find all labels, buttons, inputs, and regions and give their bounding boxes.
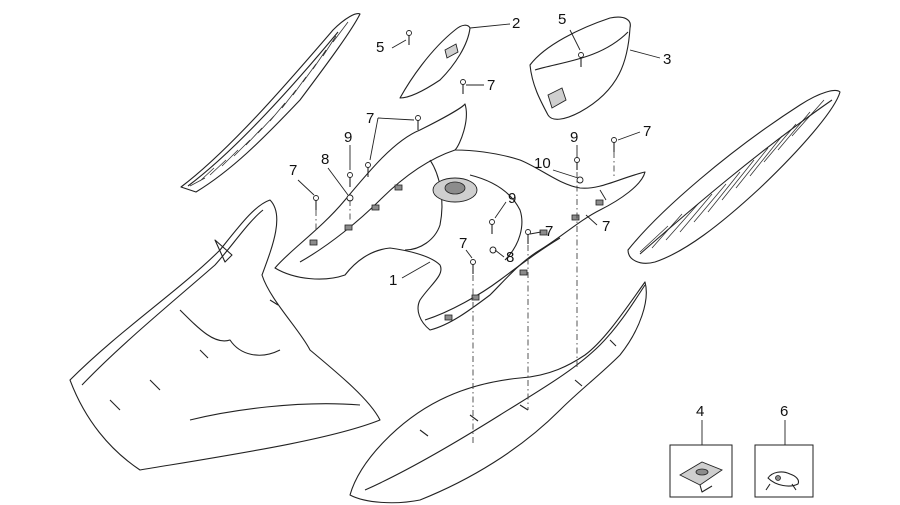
- part-3-front-cover: [529, 16, 661, 120]
- assembly-axes: [315, 152, 615, 445]
- callout-8b: 8: [506, 249, 515, 266]
- detail-box-4: [669, 420, 733, 498]
- callout-5a: 5: [376, 39, 385, 56]
- callout-4: 4: [696, 403, 705, 420]
- callout-3: 3: [663, 51, 672, 68]
- right-footrest-mat: [627, 89, 841, 264]
- callout-5b: 5: [558, 11, 567, 28]
- part-1-floor-panel: [274, 103, 646, 331]
- callout-10: 10: [534, 155, 551, 172]
- callout-1: 1: [389, 272, 398, 289]
- detail-box-6: [754, 420, 814, 498]
- callout-9c: 9: [508, 190, 517, 207]
- right-side-fairing: [349, 281, 647, 504]
- callout-9a: 9: [344, 129, 353, 146]
- callout-7d: 7: [643, 123, 652, 140]
- callout-7f: 7: [545, 223, 554, 240]
- part-2-side-panel: [399, 23, 511, 99]
- leader-lines: [297, 29, 641, 279]
- callout-7e: 7: [602, 218, 611, 235]
- callout-7c: 7: [289, 162, 298, 179]
- callout-2: 2: [512, 15, 521, 32]
- callout-9b: 9: [570, 129, 579, 146]
- left-footrest-mat: [180, 13, 361, 193]
- callout-7g: 7: [459, 235, 468, 252]
- fasteners: [313, 30, 617, 274]
- callout-6: 6: [780, 403, 789, 420]
- callout-7b: 7: [366, 110, 375, 127]
- callout-8a: 8: [321, 151, 330, 168]
- left-side-fairing: [69, 199, 381, 471]
- callout-7a: 7: [487, 77, 496, 94]
